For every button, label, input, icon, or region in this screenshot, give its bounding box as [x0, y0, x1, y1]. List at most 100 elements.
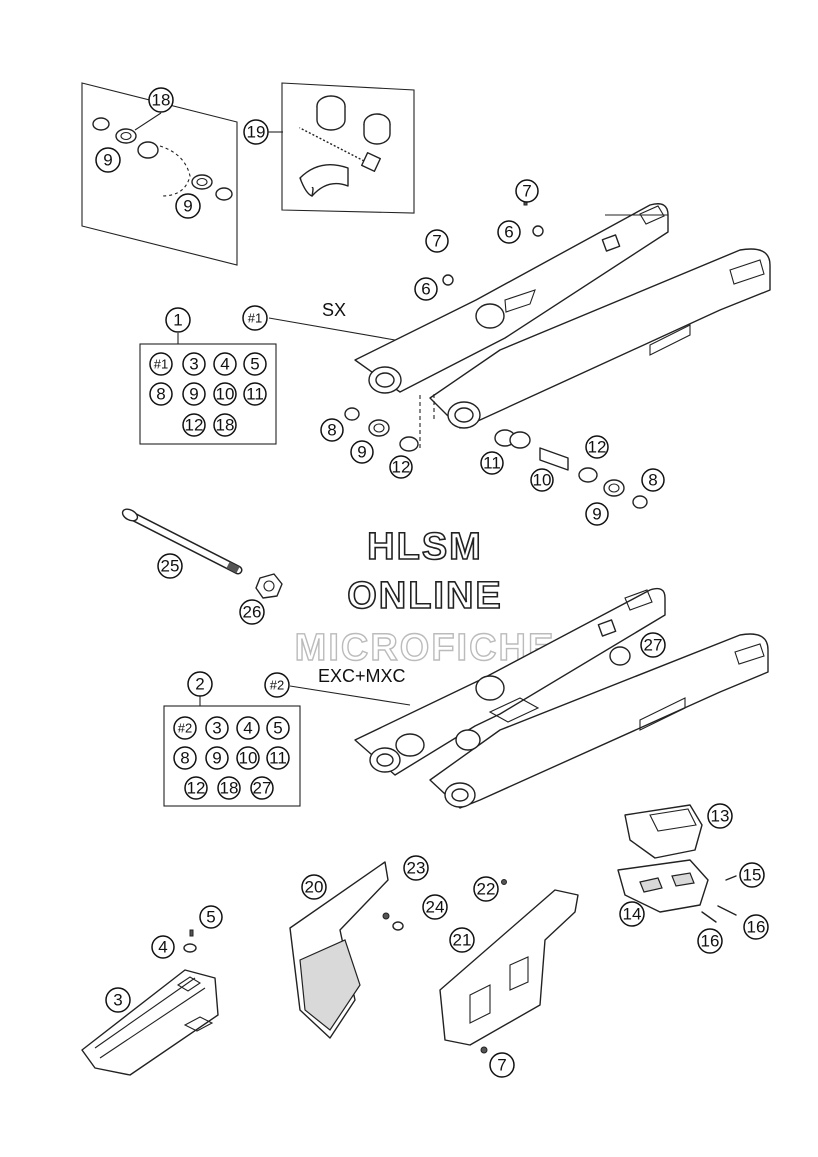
- callout-10: 10: [530, 468, 554, 492]
- kit1-item: 3: [182, 352, 206, 376]
- svg-text:6: 6: [504, 223, 513, 242]
- callouts: 1 2 #1 3 4 5 8 9 10 11 12 18 #2 3 4 5 8 …: [95, 87, 769, 1078]
- callout-8: 8: [320, 418, 344, 442]
- callout-ref-2: #2: [264, 672, 290, 698]
- kit2-item: 12: [184, 776, 208, 800]
- label-exc-mxc: EXC+MXC: [318, 666, 406, 686]
- watermark-line2: ONLINE: [347, 575, 503, 617]
- kit2-item: 8: [173, 746, 197, 770]
- kit1-item: 4: [213, 352, 237, 376]
- chain-slider-mount: [439, 879, 579, 1054]
- kit1-item: 8: [149, 382, 173, 406]
- callout-7: 7: [489, 1052, 515, 1078]
- svg-text:13: 13: [711, 807, 730, 826]
- callout-23: 23: [403, 855, 429, 881]
- svg-text:12: 12: [588, 438, 607, 457]
- svg-text:10: 10: [533, 471, 552, 490]
- callout-ref-1: #1: [242, 305, 268, 331]
- svg-text:#1: #1: [248, 311, 262, 326]
- callout-20: 20: [301, 874, 327, 900]
- svg-text:5: 5: [250, 355, 259, 374]
- callout-19: 19: [243, 119, 269, 145]
- callout-22: 22: [473, 876, 499, 902]
- svg-text:7: 7: [522, 182, 531, 201]
- callout-9: 9: [95, 147, 121, 173]
- svg-text:5: 5: [206, 908, 215, 927]
- svg-text:5: 5: [273, 719, 282, 738]
- kit2-item: 9: [205, 746, 229, 770]
- kit1-item: 18: [213, 413, 237, 437]
- svg-text:2: 2: [195, 675, 204, 694]
- svg-text:20: 20: [305, 878, 324, 897]
- svg-text:9: 9: [357, 443, 366, 462]
- callout-4: 4: [151, 935, 175, 959]
- callout-15: 15: [739, 862, 765, 888]
- svg-text:7: 7: [432, 232, 441, 251]
- kit1-item: 10: [213, 382, 237, 406]
- kit1-item: 12: [182, 413, 206, 437]
- callout-9: 9: [350, 440, 374, 464]
- svg-text:1: 1: [173, 311, 182, 330]
- callout-1: 1: [165, 307, 191, 333]
- callout-21: 21: [449, 927, 475, 953]
- svg-text:#1: #1: [154, 357, 168, 372]
- callout-6: 6: [414, 277, 438, 301]
- svg-text:8: 8: [180, 749, 189, 768]
- watermark-line1: HLSM: [367, 526, 483, 568]
- chain-guard: [289, 861, 404, 1039]
- svg-text:4: 4: [220, 355, 229, 374]
- svg-text:21: 21: [453, 931, 472, 950]
- svg-text:3: 3: [212, 719, 221, 738]
- svg-text:12: 12: [185, 416, 204, 435]
- kit1-table: [139, 333, 277, 445]
- watermark: HLSM ONLINE MICROFICHE: [294, 525, 556, 670]
- callout-27: 27: [640, 632, 666, 658]
- svg-text:9: 9: [189, 385, 198, 404]
- bearing-kit-panel: [81, 82, 238, 266]
- svg-text:18: 18: [216, 416, 235, 435]
- svg-text:#2: #2: [270, 678, 284, 693]
- svg-text:3: 3: [189, 355, 198, 374]
- svg-text:23: 23: [407, 859, 426, 878]
- callout-9: 9: [585, 502, 609, 526]
- svg-text:26: 26: [243, 603, 262, 622]
- watermark-line3: MICROFICHE: [295, 627, 556, 669]
- label-sx: SX: [322, 300, 346, 320]
- svg-text:27: 27: [644, 636, 663, 655]
- svg-text:8: 8: [648, 471, 657, 490]
- callout-16: 16: [743, 914, 769, 940]
- leader-sx: [268, 317, 396, 341]
- svg-text:9: 9: [212, 749, 221, 768]
- callout-13: 13: [707, 803, 733, 829]
- kit2-item: 18: [217, 776, 241, 800]
- svg-text:11: 11: [246, 385, 264, 404]
- kit2-item: 4: [236, 716, 260, 740]
- callout-12: 12: [585, 435, 609, 459]
- svg-text:14: 14: [623, 905, 642, 924]
- svg-text:9: 9: [183, 197, 192, 216]
- leader-exc: [289, 685, 411, 706]
- callout-2: 2: [187, 671, 213, 697]
- callout-8: 8: [641, 468, 665, 492]
- pivot-pin-kit-panel: [281, 82, 415, 214]
- svg-text:9: 9: [592, 505, 601, 524]
- callout-7: 7: [515, 179, 539, 203]
- kit1-item: #1: [149, 352, 173, 376]
- callout-6: 6: [497, 220, 521, 244]
- svg-text:10: 10: [216, 385, 235, 404]
- callout-18: 18: [148, 87, 174, 113]
- svg-text:7: 7: [497, 1056, 506, 1075]
- callout-12: 12: [389, 455, 413, 479]
- callout-11: 11: [480, 451, 504, 475]
- svg-text:27: 27: [253, 779, 272, 798]
- callout-14: 14: [619, 901, 645, 927]
- svg-text:6: 6: [421, 280, 430, 299]
- callout-16: 16: [697, 928, 723, 954]
- svg-text:8: 8: [327, 421, 336, 440]
- svg-text:8: 8: [156, 385, 165, 404]
- swingarm-exc-mxc: [354, 587, 769, 809]
- kit2-item: 5: [266, 716, 290, 740]
- svg-text:19: 19: [247, 123, 266, 142]
